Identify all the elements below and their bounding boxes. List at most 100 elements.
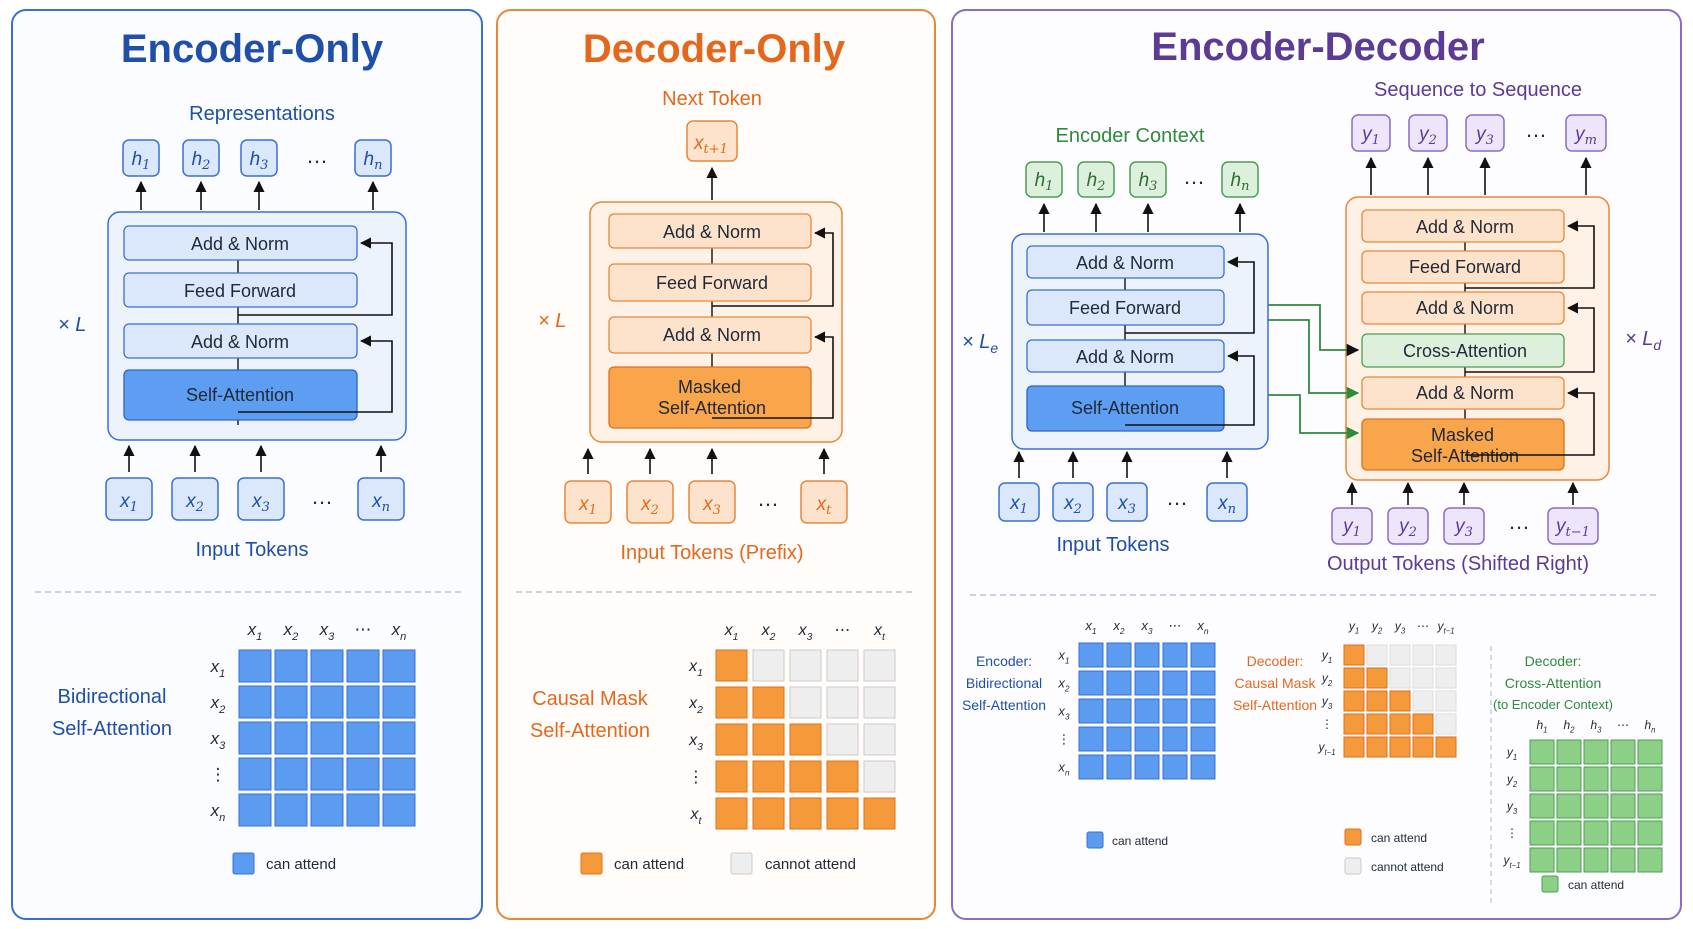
input-token-yt-1	[1547, 507, 1599, 545]
decoder-add-norm-bottom	[1361, 376, 1565, 410]
mask3-legend-swatch	[1541, 875, 1559, 893]
attention-cell-can-attend	[382, 793, 416, 827]
svg-text:Add & Norm: Add & Norm	[191, 332, 289, 352]
attention-cell-can-attend	[1190, 670, 1216, 696]
attention-cell-can-attend	[310, 649, 344, 683]
attention-cell-can-attend	[1366, 690, 1388, 712]
svg-text:Add & Norm: Add & Norm	[1416, 217, 1514, 237]
matrix-col-label: hn	[1644, 718, 1655, 735]
attention-cell-can-attend	[1162, 698, 1188, 724]
svg-text:Self-Attention: Self-Attention	[1071, 398, 1179, 418]
attention-cell-can-attend	[274, 685, 308, 719]
attention-cell-can-attend	[1637, 847, 1663, 873]
legend-cannot-attend: cannot attend	[765, 856, 856, 873]
attention-cell-cannot-attend	[789, 686, 822, 719]
decoder-output-arrows	[1365, 156, 1592, 195]
attention-cell-can-attend	[1366, 736, 1388, 758]
attention-cell-can-attend	[1583, 847, 1609, 873]
context-token-h1	[1025, 161, 1063, 198]
attention-cell-cannot-attend	[1389, 667, 1411, 689]
matrix-row-label: ⋮	[1321, 717, 1333, 731]
input-token-xn	[1206, 482, 1248, 522]
attention-cell-can-attend	[1529, 739, 1555, 765]
encoder-only-add-norm-top	[123, 225, 358, 261]
encoder-decoder-panel: Encoder-Decoder Encoder Context h1 h2 h3…	[951, 9, 1682, 920]
attention-cell-can-attend	[863, 797, 896, 830]
encoder-input-label: Input Tokens	[1056, 534, 1169, 556]
matrix-col-label: ⋯	[835, 622, 851, 639]
matrix-row-label: y1	[1321, 648, 1332, 665]
encoder-context-label: Encoder Context	[1056, 125, 1205, 147]
mask3-title-2: Cross-Attention	[1505, 675, 1601, 691]
attention-cell-can-attend	[715, 649, 748, 682]
context-token-hn	[1221, 161, 1259, 198]
attention-cell-can-attend	[1389, 690, 1411, 712]
encoder-self-attention	[1026, 385, 1225, 432]
output-token-ym	[1565, 114, 1607, 152]
output-token-h3	[240, 139, 278, 177]
input-token-x2	[626, 480, 674, 524]
decoder-input-label: Output Tokens (Shifted Right)	[1327, 553, 1589, 575]
decoder-only-input-arrows	[582, 447, 830, 474]
attention-cell-cannot-attend	[752, 649, 785, 682]
attention-cell-can-attend	[1610, 793, 1636, 819]
encoder-input-tokens: x1 x2 x3 … xn	[998, 482, 1248, 522]
attention-cell-cannot-attend	[1435, 713, 1457, 735]
mask1-title-2: Bidirectional	[966, 675, 1042, 691]
mask2-title-3: Self-Attention	[1233, 697, 1317, 713]
input-token-x1	[105, 477, 153, 521]
decoder-residual-arrows	[1465, 220, 1595, 456]
attention-cell-cannot-attend	[826, 723, 859, 756]
attention-cell-can-attend	[1610, 820, 1636, 846]
mask2-title-1: Decoder:	[1247, 653, 1304, 669]
input-token-x2	[171, 477, 219, 521]
attention-cell-can-attend	[1610, 766, 1636, 792]
attention-cell-can-attend	[1106, 726, 1132, 752]
encoder-feed-forward	[1026, 289, 1225, 326]
input-token-x1	[564, 480, 612, 524]
svg-text:Add & Norm: Add & Norm	[1416, 383, 1514, 403]
decoder-repeat-label: × Ld	[1625, 328, 1662, 353]
attention-cell-can-attend	[1190, 698, 1216, 724]
attention-cell-cannot-attend	[826, 649, 859, 682]
svg-text:Feed Forward: Feed Forward	[656, 273, 768, 293]
matrix-col-label: h3	[1590, 718, 1602, 735]
attention-cell-can-attend	[1583, 793, 1609, 819]
attention-cell-can-attend	[238, 721, 272, 755]
encoder-only-repeat-label: × L	[58, 314, 86, 336]
cross-attention-connections	[1268, 304, 1360, 440]
decoder-add-norm-middle	[1361, 291, 1565, 325]
output-token-h1	[122, 139, 160, 177]
decoder-only-input-tokens: x1 x2 x3 … xt	[564, 480, 848, 524]
mask1-title-3: Self-Attention	[962, 697, 1046, 713]
encoder-only-input-tokens: x1 x2 x3 … xn	[105, 477, 405, 521]
input-token-ellipsis: …	[757, 486, 779, 511]
attention-cell-can-attend	[1106, 670, 1132, 696]
encoder-only-mask-title-2: Self-Attention	[52, 718, 172, 740]
attention-cell-can-attend	[382, 649, 416, 683]
attention-cell-cannot-attend	[863, 723, 896, 756]
attention-cell-can-attend	[346, 649, 380, 683]
input-token-x2	[1052, 482, 1094, 522]
attention-cell-can-attend	[1583, 766, 1609, 792]
attention-cell-can-attend	[1343, 667, 1365, 689]
attention-cell-cannot-attend	[789, 649, 822, 682]
context-token-ellipsis: …	[1183, 164, 1205, 189]
attention-cell-cannot-attend	[1435, 644, 1457, 666]
encoder-only-add-norm-bottom	[123, 323, 358, 359]
attention-cell-can-attend	[1412, 713, 1434, 735]
attention-cell-can-attend	[1134, 642, 1160, 668]
output-token-y3	[1465, 114, 1505, 152]
input-token-ellipsis: …	[1508, 509, 1530, 534]
decoder-input-tokens: y1 y2 y3 … yt−1	[1331, 507, 1599, 545]
encoder-input-arrows	[1013, 450, 1233, 478]
output-token-h2	[182, 139, 220, 177]
attention-cell-can-attend	[752, 797, 785, 830]
next-token-label: Next Token	[662, 88, 762, 110]
representations-label: Representations	[189, 103, 335, 125]
attention-cell-can-attend	[238, 793, 272, 827]
